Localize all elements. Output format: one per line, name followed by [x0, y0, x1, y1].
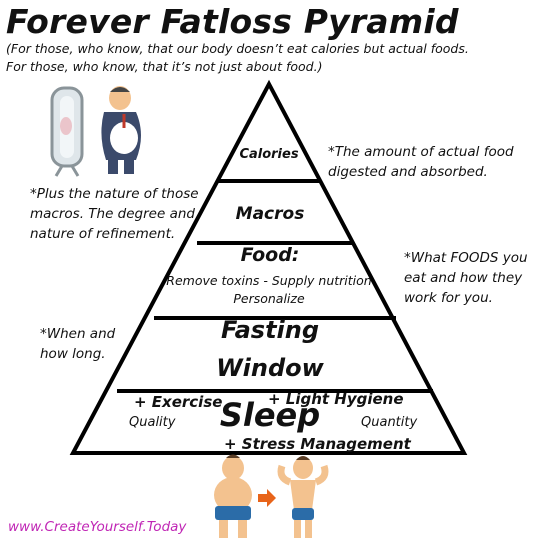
note-food-line-2: eat and how they	[404, 270, 523, 286]
note-food: *What FOODS you eat and how they work fo…	[404, 248, 528, 308]
note-macros-line-3: nature of refinement.	[30, 226, 176, 242]
fit-man-illustration	[277, 456, 329, 538]
note-food-line-1: *What FOODS you	[404, 250, 528, 266]
level-calories: Calories	[239, 147, 299, 162]
level-food-line-1: Remove toxins - Supply nutrition	[166, 273, 372, 288]
mirror-man-illustration	[50, 86, 84, 177]
note-macros: *Plus the nature of those macros. The de…	[30, 184, 199, 244]
level-sleep: Sleep	[219, 396, 321, 434]
level-stress-management: + Stress Management	[224, 435, 411, 453]
level-food: Food:	[240, 244, 300, 266]
subtitle-line-1: (For those, who know, that our body does…	[6, 41, 469, 56]
note-fasting-line-1: *When and	[40, 326, 116, 342]
level-food-line-2: Personalize	[233, 291, 305, 306]
subtitle: (For those, who know, that our body does…	[6, 40, 469, 76]
note-fasting-line-2: how long.	[40, 346, 106, 362]
level-window: Window	[216, 354, 324, 382]
page-title: Forever Fatloss Pyramid	[6, 2, 459, 41]
note-calories-line-1: *The amount of actual food	[328, 144, 514, 160]
fat-man-shorts-illustration	[214, 454, 252, 538]
note-food-line-3: work for you.	[404, 290, 493, 306]
transformation-arrow-icon	[258, 489, 276, 507]
fat-man-illustration	[101, 86, 141, 174]
note-calories-line-2: digested and absorbed.	[328, 164, 488, 180]
pyramid-outline	[69, 79, 468, 455]
level-light-hygiene: + Light Hygiene	[268, 390, 404, 408]
subtitle-line-2: For those, who know, that it’s not just …	[6, 59, 323, 74]
level-quality: Quality	[129, 415, 176, 430]
level-quantity: Quantity	[361, 415, 418, 430]
level-exercise: + Exercise	[134, 393, 223, 411]
level-fasting: Fasting	[220, 316, 320, 344]
footer-url[interactable]: www.CreateYourself.Today	[8, 519, 187, 535]
note-fasting: *When and how long.	[40, 324, 115, 364]
note-calories: *The amount of actual food digested and …	[328, 142, 514, 182]
note-macros-line-2: macros. The degree and	[30, 206, 195, 222]
level-macros: Macros	[235, 204, 305, 224]
note-macros-line-1: *Plus the nature of those	[30, 186, 199, 202]
